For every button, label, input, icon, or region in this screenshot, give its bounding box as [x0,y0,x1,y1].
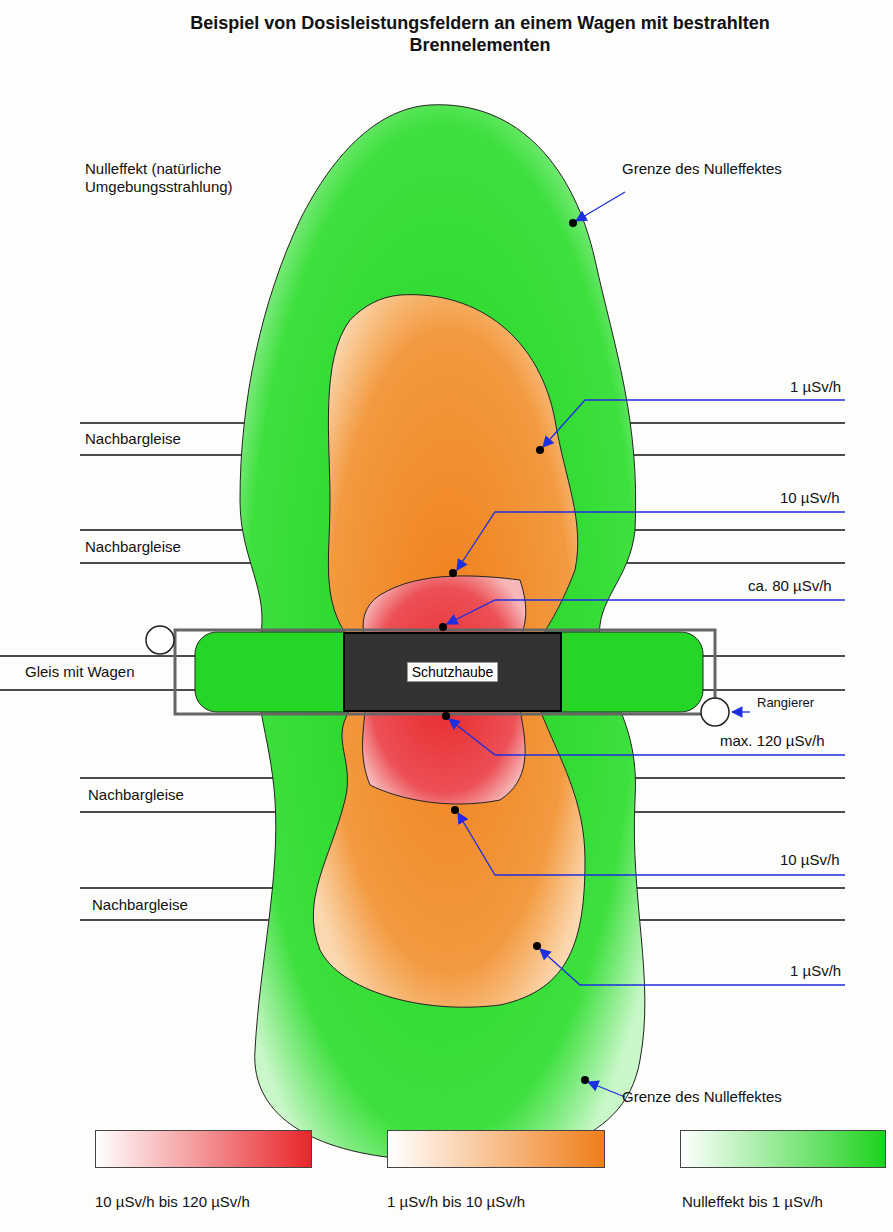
dose-label: 10 µSv/h [780,489,840,507]
hood-box: Schutzhaube [343,632,562,712]
dose-label: 1 µSv/h [790,962,841,980]
boundary-label: Grenze des Nulleffektes [622,1088,782,1106]
track-label: Nachbargleise [85,538,181,556]
track-zone [195,632,703,712]
legend-swatch [387,1130,605,1168]
legend-swatch [680,1130,886,1168]
person-label: Rangierer [757,694,814,712]
legend-text: Nulleffekt bis 1 µSv/h [682,1193,823,1211]
legend-text: 10 µSv/h bis 120 µSv/h [95,1193,250,1211]
dose-label: 10 µSv/h [780,851,840,869]
hood-label: Schutzhaube [407,662,499,682]
track-label: Nachbargleise [88,786,184,804]
note-text: Nulleffekt (natürliche Umgebungsstrahlun… [85,160,315,196]
legend-swatch [95,1130,312,1168]
medium-zone [313,295,585,1008]
dose-label: max. 120 µSv/h [720,732,825,750]
dose-label: 1 µSv/h [790,378,841,396]
measuring-point [146,626,174,654]
track-label: Gleis mit Wagen [25,663,134,681]
track-label: Nachbargleise [92,896,188,914]
measuring-point [701,698,729,726]
boundary-label: Grenze des Nulleffektes [622,160,782,178]
track-label: Nachbargleise [85,430,181,448]
legend-text: 1 µSv/h bis 10 µSv/h [387,1193,525,1211]
dose-label: ca. 80 µSv/h [748,577,832,595]
wagon-outline [175,630,715,714]
diagram-title: Beispiel von Dosisleistungsfeldern an ei… [130,12,830,56]
